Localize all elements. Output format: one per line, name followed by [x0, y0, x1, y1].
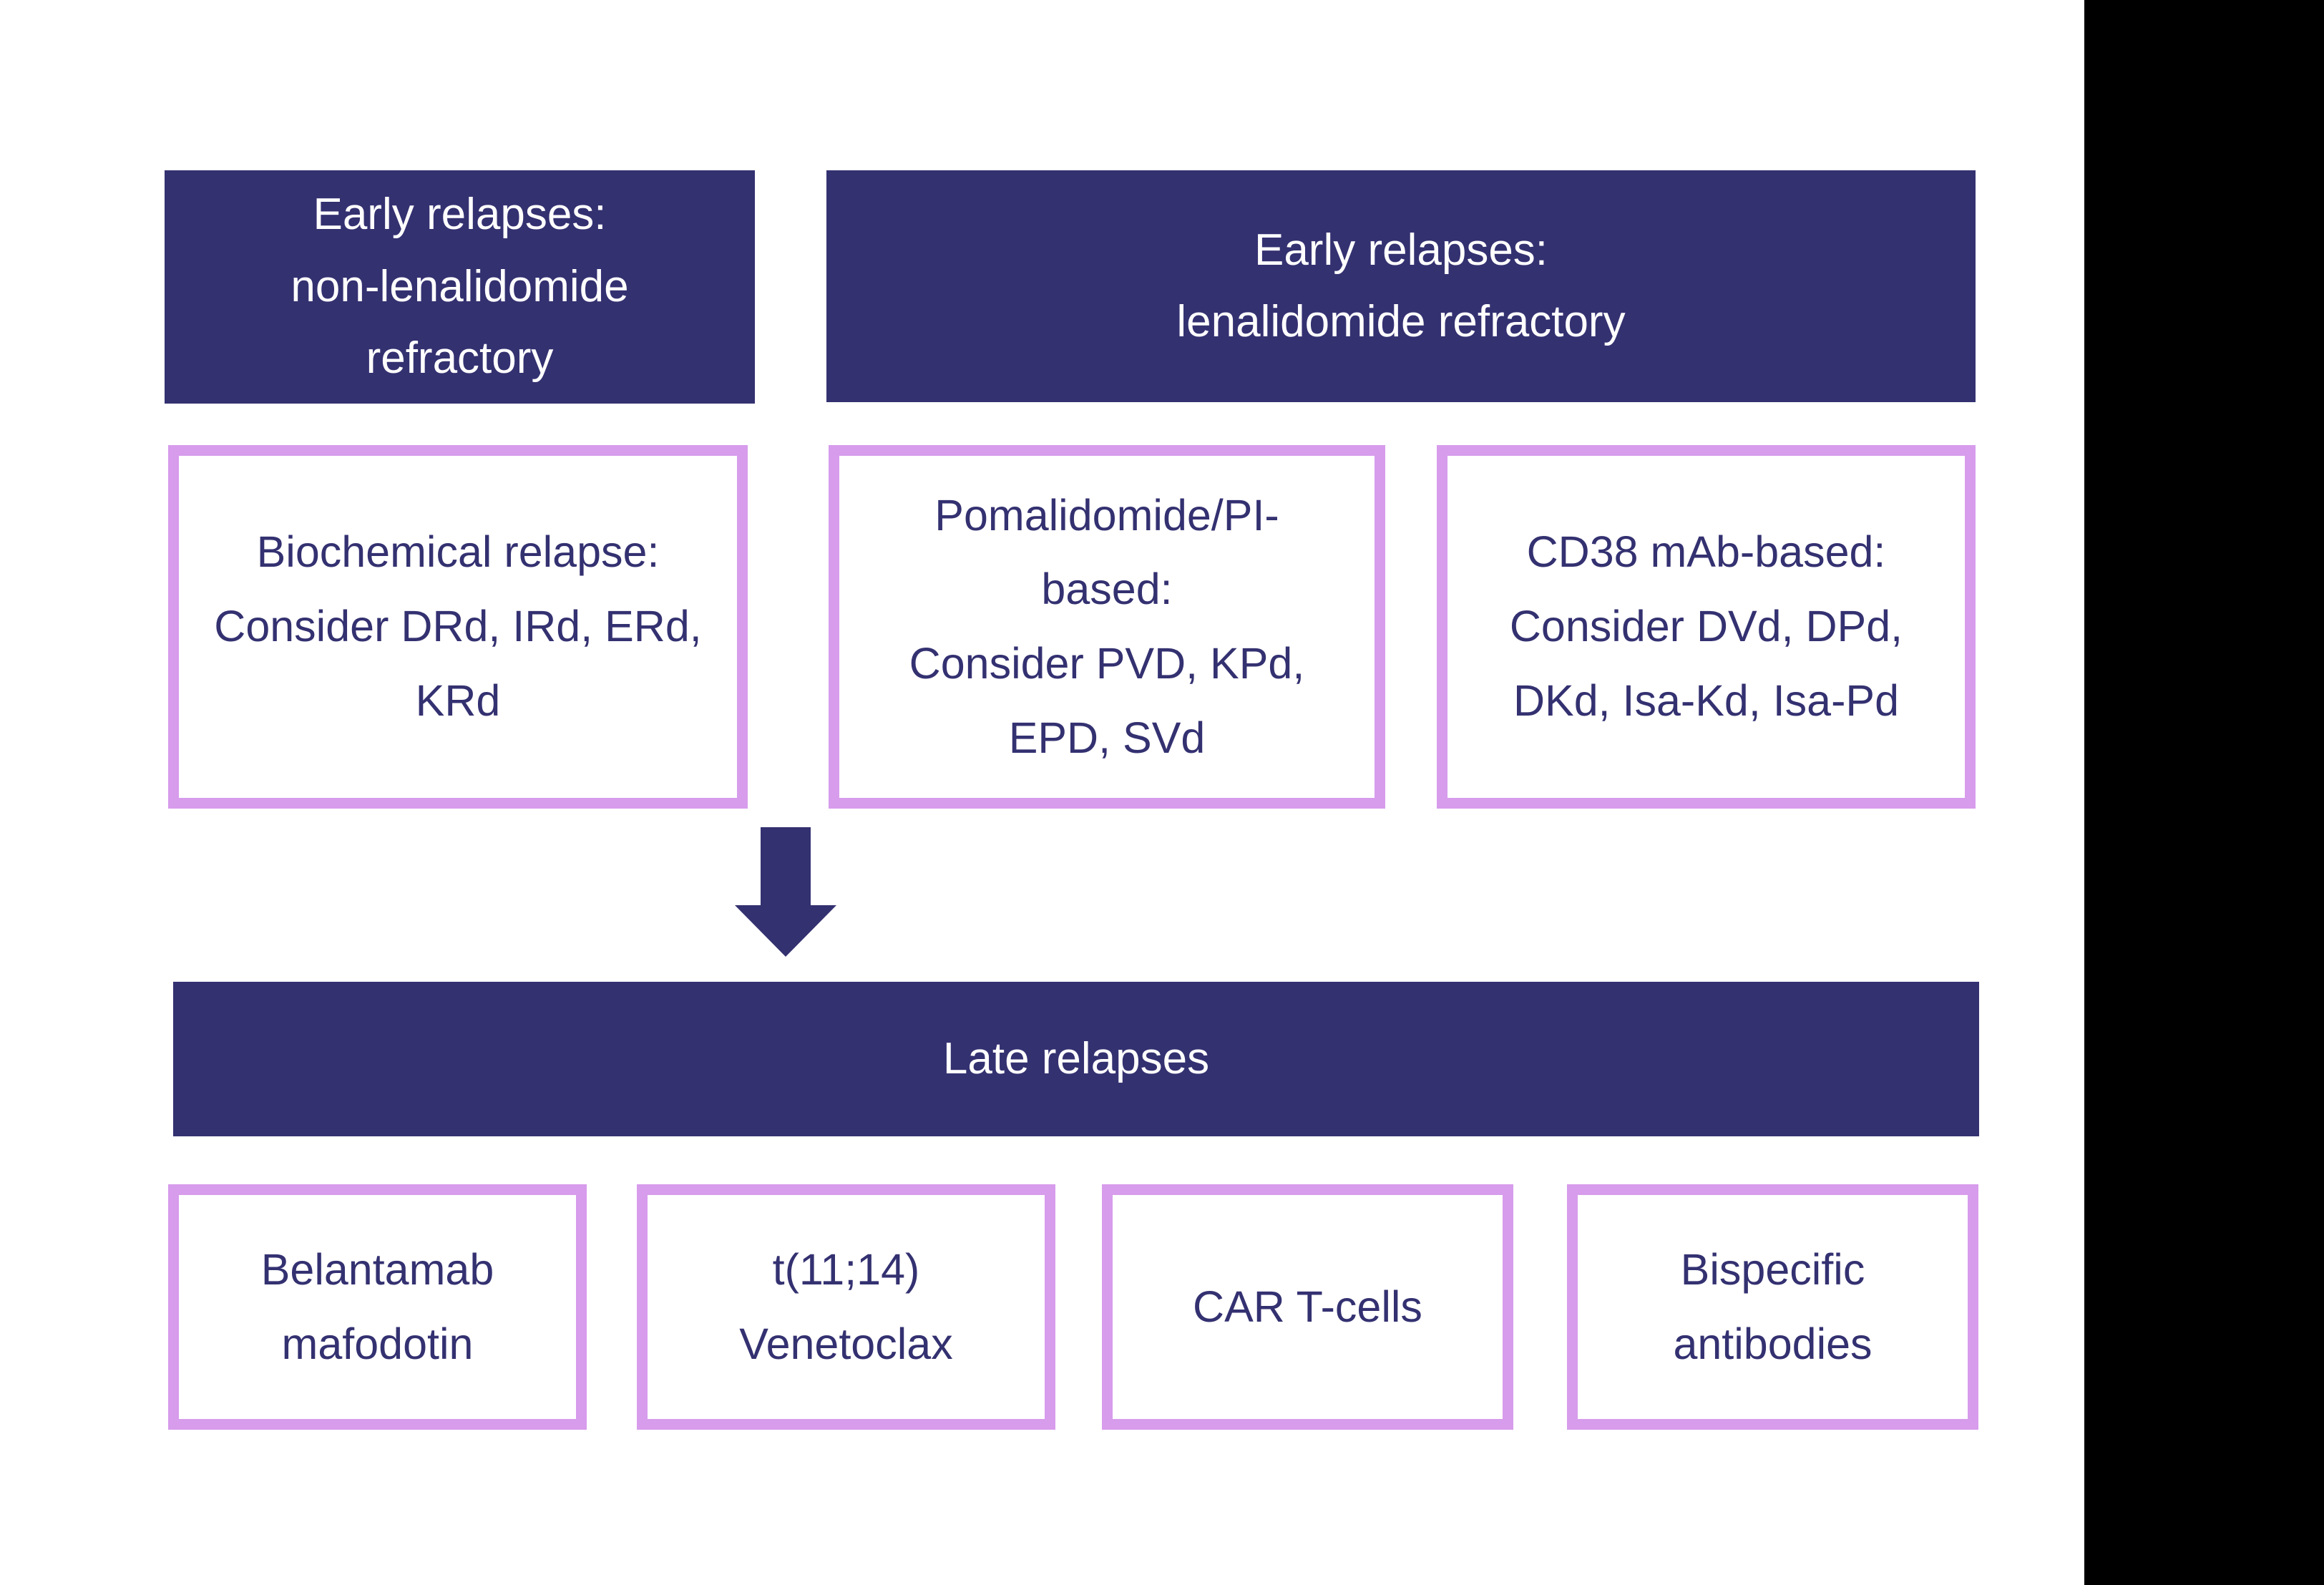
- box-text-line: Consider DRd, IRd, ERd,: [214, 602, 702, 651]
- box-text-line: CD38 mAb-based:: [1526, 527, 1886, 577]
- box-text-line: t(11;14): [772, 1244, 920, 1294]
- box-text-line: DKd, Isa-Kd, Isa-Pd: [1513, 676, 1900, 725]
- box-text-line: Biochemical relapse:: [256, 527, 660, 577]
- box-biochemical-relapse: Biochemical relapse: Consider DRd, IRd, …: [168, 445, 748, 809]
- box-text-line: non-lenalidomide: [290, 261, 629, 311]
- box-text-line: lenalidomide refractory: [1176, 297, 1626, 346]
- box-text-line: Bispecific: [1680, 1244, 1865, 1294]
- box-text-line: mafodotin: [281, 1319, 474, 1368]
- down-arrow-icon: [735, 827, 836, 957]
- box-text-line: Consider DVd, DPd,: [1509, 602, 1903, 651]
- box-car-t-cells: CAR T-cells: [1102, 1184, 1513, 1430]
- box-text-line: antibodies: [1673, 1319, 1873, 1368]
- box-early-relapses-lenalidomide: Early relapses: lenalidomide refractory: [826, 170, 1976, 402]
- box-belantamab-mafodotin: Belantamab mafodotin: [168, 1184, 587, 1430]
- box-pomalidomide-pi-based: Pomalidomide/PI- based: Consider PVD, KP…: [829, 445, 1385, 809]
- right-black-strip: [2084, 0, 2324, 1585]
- box-text-line: CAR T-cells: [1193, 1282, 1422, 1331]
- box-text-line: Early relapses:: [1254, 225, 1548, 275]
- box-text-line: Late relapses: [942, 1033, 1210, 1083]
- box-text-line: Belantamab: [260, 1244, 494, 1294]
- box-text-line: based:: [1041, 565, 1173, 614]
- box-text-line: Early relapses:: [313, 190, 607, 240]
- box-t11-14-venetoclax: t(11;14) Venetoclax: [637, 1184, 1055, 1430]
- box-text-line: Pomalidomide/PI-: [934, 490, 1279, 540]
- box-text-line: EPD, SVd: [1008, 713, 1206, 762]
- box-text-line: refractory: [366, 333, 554, 384]
- box-cd38-mab-based: CD38 mAb-based: Consider DVd, DPd, DKd, …: [1437, 445, 1976, 809]
- box-early-relapses-non-lenalidomide: Early relapses: non-lenalidomide refract…: [165, 170, 755, 404]
- box-text-line: Consider PVD, KPd,: [909, 639, 1305, 688]
- box-text-line: Venetoclax: [739, 1319, 953, 1368]
- box-late-relapses: Late relapses: [173, 982, 1979, 1136]
- box-bispecific-antibodies: Bispecific antibodies: [1567, 1184, 1978, 1430]
- box-text-line: KRd: [415, 676, 501, 725]
